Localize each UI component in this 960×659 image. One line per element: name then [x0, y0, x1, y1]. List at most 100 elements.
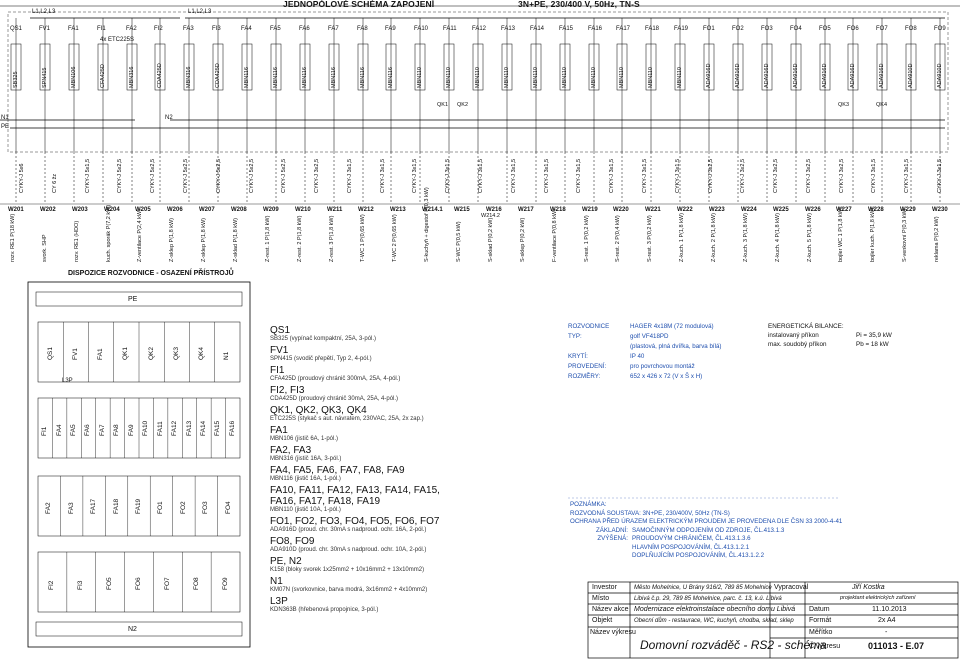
- load-label: rozv. RE1 P(18 kW): [10, 213, 16, 262]
- legend-heading: FA4, FA5, FA6, FA7, FA8, FA9: [270, 465, 405, 476]
- circuit-label: W206: [167, 207, 183, 213]
- tb-akce-v: Modernizace elektroinstalace obecního do…: [634, 606, 796, 613]
- cable-label: CYKY-J 5x2,5: [249, 158, 255, 193]
- device-type: MBN110: [677, 67, 683, 88]
- device-type: ADA916D: [879, 63, 885, 88]
- legend-heading: PE, N2: [270, 556, 302, 567]
- legend-desc: KM07N (svorkovnice, barva modrá, 3x16mm2…: [270, 587, 428, 593]
- circuit-label: W225: [773, 207, 789, 213]
- device-tag: FA9: [385, 26, 396, 32]
- device-tag: FO8: [905, 26, 917, 32]
- contactor-qk4: QK4: [876, 102, 888, 108]
- load-label: reklama P(0,2 kW): [934, 216, 940, 262]
- panel-device: FA18: [113, 498, 120, 514]
- circuit-label: W220: [613, 207, 629, 213]
- device-tag: FV1: [39, 26, 51, 32]
- device-type: MBN110: [504, 67, 510, 88]
- cable-label: CYKY-J 3x1,5: [675, 158, 681, 193]
- circuit-label: W211: [327, 207, 343, 213]
- load-label: Z-kuch. 4 P(1,8 kW): [775, 213, 781, 262]
- circuit-label: W208: [231, 207, 247, 213]
- device-tag: FO2: [732, 26, 744, 32]
- legend-heading: FA2, FA3: [270, 445, 312, 456]
- panel-device: FA3: [68, 502, 75, 514]
- tb-objekt-k: Objekt: [592, 617, 613, 624]
- panel-device: FA13: [186, 420, 193, 436]
- load-label: S-sklad P(0,2 kW): [488, 217, 494, 262]
- device-type: MBN116: [360, 67, 366, 88]
- load-label: S-sklep P(0,2 kW): [520, 217, 526, 262]
- panel-device: QK2: [148, 346, 155, 360]
- circuit-label: W219: [582, 207, 598, 213]
- legend-heading: FI1: [270, 365, 285, 376]
- bus-pe-label: PE: [1, 124, 10, 130]
- cable-label: CYKY-J 3x1,5: [544, 158, 550, 193]
- device-tag: FA19: [674, 26, 689, 32]
- panel-device: FA8: [113, 424, 120, 436]
- load-label: T-WC 1 P(0,65 kW): [360, 214, 366, 262]
- panel-device: FO2: [180, 501, 187, 514]
- load-label: S-rest. 2 P(0,4 kW): [615, 215, 621, 262]
- panel-device: FI3: [77, 580, 84, 590]
- device-tag: FA10: [414, 26, 429, 32]
- device-tag: FI1: [97, 26, 106, 32]
- device-type: MBN110: [562, 67, 568, 88]
- load-label: Z-rest. 1 P(1,8 kW): [265, 215, 271, 262]
- panel-device: FA2: [45, 502, 52, 514]
- panel-device: FO1: [157, 501, 164, 514]
- legend-desc: MBN116 (jistič 16A, 1-pól.): [270, 476, 341, 482]
- circuit-label: W224: [741, 207, 757, 213]
- device-tag: FA8: [357, 26, 368, 32]
- panel-device: QK4: [198, 346, 205, 360]
- legend-heading: QK1, QK2, QK3, QK4: [270, 405, 367, 416]
- circuit-label: W209: [263, 207, 279, 213]
- panel-device: FO7: [164, 577, 171, 590]
- load-label: Z-ventilace P(2,4 kW): [137, 209, 143, 262]
- panel-device: N1: [223, 351, 230, 360]
- tb-misto-k: Místo: [592, 595, 610, 602]
- panel-device: FA6: [84, 424, 91, 436]
- device-tag: FO7: [876, 26, 888, 32]
- cable-label: CYKY-J 3x1,5: [937, 158, 943, 193]
- device-tag: FO3: [761, 26, 773, 32]
- layout-pe: PE: [128, 296, 138, 303]
- cable-label: CYKY-J 3x2,5: [740, 158, 746, 193]
- legend-heading: FA16, FA17, FA18, FA19: [270, 496, 381, 507]
- circuit-label: W214.1: [422, 207, 443, 213]
- circuit-label: W203: [72, 207, 88, 213]
- bus-qk-label: 4x ETC225S: [100, 37, 135, 43]
- panel-device: FA9: [128, 424, 135, 436]
- panel-device: FA4: [56, 424, 63, 436]
- device-tag: FA14: [530, 26, 545, 32]
- legend-heading: FA10, FA11, FA12, FA13, FA14, FA15,: [270, 485, 440, 496]
- contactor-qk3: QK3: [838, 102, 850, 108]
- legend-desc: K158 (bloky svorek 1x25mm2 + 10x16mm2 + …: [270, 567, 425, 573]
- legend-heading: N1: [270, 576, 283, 587]
- layout-title: DISPOZICE ROZVODNICE - OSAZENÍ PŘÍSTROJŮ: [68, 270, 234, 277]
- circuit-label: W215: [454, 207, 470, 213]
- tb-format-k: Formát: [809, 617, 832, 624]
- device-type: ADA916D: [822, 63, 828, 88]
- device-type: MBN110: [619, 67, 625, 88]
- tb-investor-v: Město Mohelnice, U Brány 916/2, 789 85 M…: [634, 585, 772, 591]
- load-label: kuch. sporák P(7,2 kW): [106, 204, 112, 262]
- legend-desc: ADA910D (proud. chr. 30mA s nadproud. oc…: [270, 547, 427, 553]
- device-tag: FA18: [645, 26, 660, 32]
- device-type: MBN116: [331, 67, 337, 88]
- cable-label: CYKY-J 3x1,5: [642, 158, 648, 193]
- load-label: rozv. RE1 (HDO): [74, 220, 80, 262]
- panel-device: FA7: [99, 424, 106, 436]
- panel-device: FA12: [171, 420, 178, 436]
- circuit-label: W212: [358, 207, 374, 213]
- circuit-label: W210: [295, 207, 311, 213]
- contactor-qk1: QK1: [437, 102, 449, 108]
- cable-label: CYKY-J 3x1,5: [478, 158, 484, 193]
- device-type: ADA910D: [937, 63, 943, 88]
- device-type: MBN110: [475, 67, 481, 88]
- device-tag: FO1: [703, 26, 715, 32]
- device-type: MBN116: [244, 67, 250, 88]
- device-type: MBN106: [71, 66, 77, 88]
- circuit-label: W221: [645, 207, 661, 213]
- header-right-title: 3N+PE, 230/400 V, 50Hz, TN-S: [518, 0, 640, 9]
- load-label: Z-sklep P(1,8 kW): [169, 217, 175, 262]
